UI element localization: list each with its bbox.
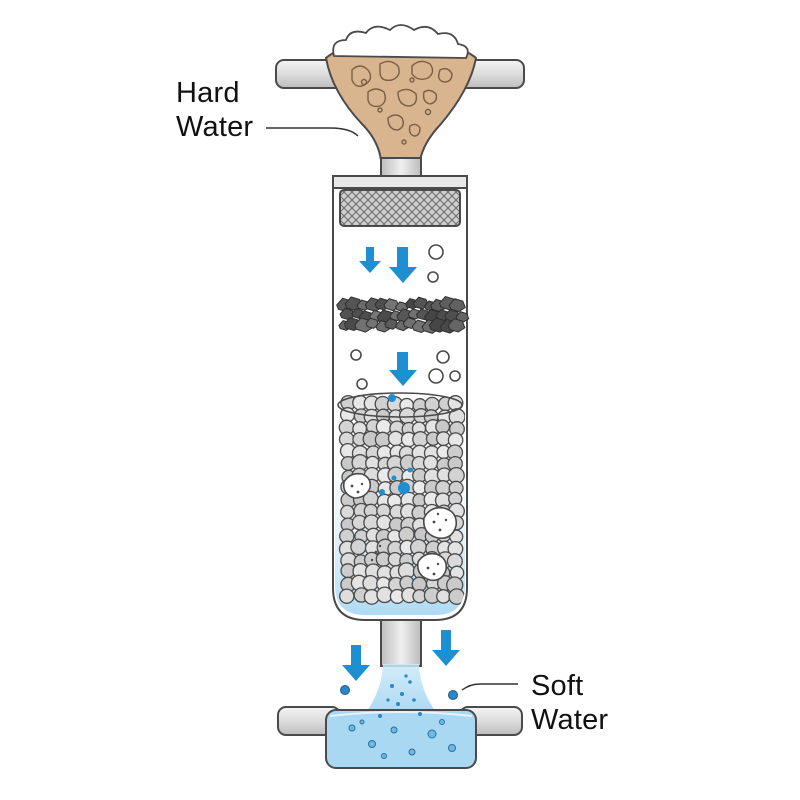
foam-top — [332, 24, 469, 59]
hard-water-label-line2: Water — [176, 111, 254, 143]
column-cap — [332, 175, 468, 189]
flow-arrow-icon — [342, 645, 370, 681]
flow-arrow-icon — [389, 247, 417, 283]
droplet-right — [448, 690, 458, 700]
soft-water-label-line2: Water — [531, 704, 609, 736]
soft-water-label-line1: Soft — [531, 670, 584, 702]
gravel-stone — [448, 298, 466, 313]
resin-bead — [387, 430, 404, 447]
resin-bead — [376, 514, 392, 531]
flow-arrow-icon — [389, 352, 417, 386]
resin-bead — [422, 455, 439, 471]
soft-water-leader — [461, 683, 518, 691]
outlet-neck — [380, 619, 422, 667]
flow-arrows-inner — [359, 247, 417, 386]
exchange-ions — [379, 394, 413, 495]
resin-bead — [398, 407, 417, 425]
flow-arrows-outer — [342, 630, 460, 681]
hard-water-leader — [266, 127, 359, 137]
softener-column — [332, 175, 470, 621]
hard-water-funnel — [324, 46, 478, 161]
hard-water-label-line1: Hard — [176, 77, 240, 109]
flow-arrow-icon — [432, 630, 460, 666]
resin-bed-top — [337, 392, 463, 418]
resin-bead — [339, 588, 355, 604]
inlet-neck — [380, 157, 422, 177]
gravel-stone — [447, 318, 466, 333]
inlet-assembly — [275, 24, 525, 161]
resin-bead — [350, 538, 367, 556]
soft-water-tank — [325, 709, 477, 769]
gravel-layer — [336, 295, 470, 334]
mineral-cluster-icon — [342, 472, 458, 582]
resin-bead — [436, 589, 451, 604]
stream-droplets — [378, 674, 422, 718]
flow-arrow-icon — [359, 247, 381, 273]
resin-bed — [338, 394, 465, 605]
soft-water-label: Soft Water — [531, 669, 608, 737]
hard-water-minerals — [351, 60, 453, 145]
resin-bead — [412, 431, 429, 448]
resin-bead — [340, 504, 355, 520]
droplet-left — [340, 685, 350, 695]
soft-water-stream — [366, 664, 436, 712]
mesh-screen-icon — [339, 189, 461, 227]
hard-water-label: Hard Water — [176, 76, 253, 144]
mineral-particles — [350, 244, 461, 390]
